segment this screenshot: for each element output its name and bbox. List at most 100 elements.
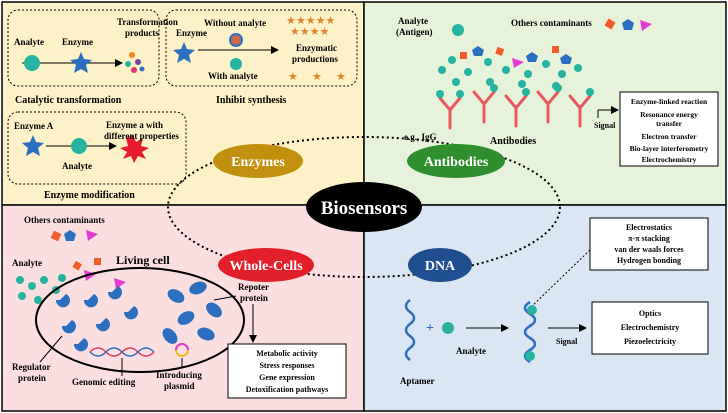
modified-label-2: different properties xyxy=(104,131,179,141)
svg-text:★★★★★: ★★★★★ xyxy=(286,14,335,27)
antibodies-node-label: Antibodies xyxy=(424,155,489,170)
dna-outputs-box xyxy=(591,301,709,355)
output-electrochem: Electrochemistry xyxy=(621,323,680,332)
plasmid-label-2: plasmid xyxy=(164,381,195,391)
svg-text:★★★★: ★★★★ xyxy=(290,25,330,38)
products-dots-icon xyxy=(125,52,145,73)
svg-text:★: ★ xyxy=(288,70,298,83)
enzymes-node-label: Enzymes xyxy=(231,155,285,170)
plasmid-icon xyxy=(175,343,189,357)
biosensors-label: Biosensors xyxy=(321,198,408,219)
aptamer-icon xyxy=(404,299,416,361)
reporter-label-2: protein xyxy=(240,293,268,303)
products-label-2: products xyxy=(125,28,159,38)
reporter-label-1: Repoter xyxy=(238,282,269,292)
reporter-proteins-icon xyxy=(162,281,222,344)
output-piezo: Piezoelectricity xyxy=(624,337,676,346)
with-analyte-label: With analyte xyxy=(208,71,258,81)
analyte-icon xyxy=(24,55,40,71)
antibody-methods-box xyxy=(619,91,719,167)
catalytic-enzyme-label: Enzyme xyxy=(62,37,93,47)
regulator-label-1: Regulator xyxy=(12,362,51,372)
antigen-cluster-icon xyxy=(438,46,582,90)
response-stress: Stress responses xyxy=(259,361,314,370)
svg-text:★: ★ xyxy=(336,70,346,83)
enzyme-a-icon xyxy=(22,135,44,156)
dna-helix-icon xyxy=(89,347,155,357)
modification-caption: Enzyme modification xyxy=(44,190,135,201)
catalytic-box xyxy=(7,9,160,87)
catalytic-caption: Catalytic transformation xyxy=(15,95,122,106)
interaction-hbond: Hydrogen bonding xyxy=(617,256,681,265)
modification-analyte-label: Analyte xyxy=(62,161,92,171)
response-metabolic: Metabolic activity xyxy=(256,349,318,358)
enzyme-star-icon xyxy=(70,52,92,73)
dna-analyte-label: Analyte xyxy=(456,346,486,356)
antigen-icon xyxy=(452,24,464,36)
enzymatic-stars-icon: ★★★★★ ★★★★ ★ ★ ★ xyxy=(286,14,346,83)
interaction-pointer xyxy=(529,249,591,309)
inhibit-enzyme-icon xyxy=(173,42,195,63)
dna-signal-label: Signal xyxy=(556,337,578,346)
method-electrochem: Electrochemistry xyxy=(642,155,697,164)
method-bli: Bio-layer interferometry xyxy=(630,144,709,153)
dna-analyte-icon xyxy=(442,322,454,334)
inhibited-enzyme-icon xyxy=(229,33,243,47)
output-optics: Optics xyxy=(639,309,661,318)
genomic-editing-label: Genomic editing xyxy=(72,377,136,387)
enzyme-a-label: Enzyme A xyxy=(14,121,54,131)
modified-label-1: Enzyme a with xyxy=(106,120,163,130)
antibodies-caption: Antibodies xyxy=(490,136,536,147)
method-electron: Electron transfer xyxy=(641,132,697,141)
enzymes-quadrant xyxy=(1,1,365,206)
plus-sign: + xyxy=(426,321,434,336)
interaction-vdw: van der waals forces xyxy=(614,245,683,254)
antibody-y-icons xyxy=(438,90,592,130)
antibody-signal-label: Signal xyxy=(594,121,616,130)
antibodies-node xyxy=(407,144,505,178)
antigen-label-2: (Antigen) xyxy=(396,27,433,37)
biosensors-node xyxy=(306,182,422,232)
regulator-pointer xyxy=(39,335,63,363)
wholecells-node xyxy=(218,248,314,282)
dna-interactions-box xyxy=(589,217,709,271)
contaminants-label: Others contaminants xyxy=(511,18,592,28)
contaminant-shapes-icon xyxy=(604,18,652,31)
bound-antigens-icon xyxy=(436,84,594,98)
inhibit-enzyme-label: Enzyme xyxy=(176,28,207,38)
catalytic-analyte-label: Analyte xyxy=(14,37,44,47)
aptamer-label: Aptamer xyxy=(400,376,435,386)
modification-analyte-icon xyxy=(71,138,87,154)
plasmid-label-1: Introducing xyxy=(156,370,202,380)
response-detox: Detoxification pathways xyxy=(246,385,328,394)
antigen-label-1: Analyte xyxy=(398,16,428,26)
without-analyte-label: Without analyte xyxy=(204,18,266,28)
wholecells-node-label: Whole-Cells xyxy=(229,259,303,274)
aptamer-analyte-complex-icon xyxy=(523,300,537,364)
interaction-electrostatics: Electrostatics xyxy=(626,223,672,232)
svg-text:★: ★ xyxy=(312,70,322,83)
inhibit-box xyxy=(165,9,358,87)
cell-analyte-label: Analyte xyxy=(12,258,42,268)
response-gene: Gene expression xyxy=(259,373,315,382)
hub-ring xyxy=(167,136,561,278)
with-analyte-icon xyxy=(230,58,242,70)
enzymes-node xyxy=(213,144,303,178)
cell-contaminants-label: Others contaminants xyxy=(24,215,105,225)
dna-node-label: DNA xyxy=(425,259,456,274)
reporter-pointer xyxy=(213,295,237,301)
igg-example-label: e.g., IgG xyxy=(404,132,437,142)
cell-responses-box xyxy=(227,343,347,399)
method-fret-2: transfer xyxy=(656,119,682,128)
modified-enzyme-icon xyxy=(120,135,149,163)
productions-label-1: Enzymatic xyxy=(296,43,337,53)
inhibit-caption: Inhibit synthesis xyxy=(216,95,286,106)
products-label-1: Transformation xyxy=(117,17,178,27)
regulator-label-2: protein xyxy=(18,373,46,383)
productions-label-2: productions xyxy=(292,54,338,64)
dna-node xyxy=(408,248,472,282)
modification-box xyxy=(7,111,187,185)
interaction-stacking: π-π stacking xyxy=(628,234,670,243)
regulator-proteins-icon xyxy=(55,286,138,352)
